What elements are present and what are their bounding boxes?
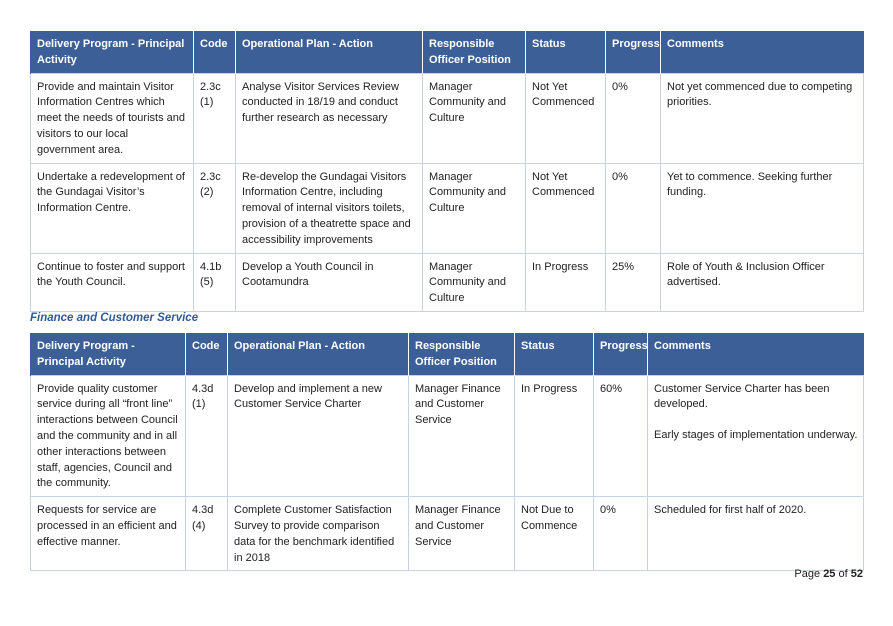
- header-activity: Delivery Program - Principal Activity: [30, 31, 194, 74]
- header-officer: Responsible Officer Position: [408, 333, 515, 376]
- comment-text: Early stages of implementation underway.: [654, 429, 858, 442]
- header-code: Code: [193, 31, 236, 74]
- header-action: Operational Plan - Action: [235, 31, 423, 74]
- comment-text: Scheduled for first half of 2020.: [654, 504, 807, 517]
- cell-code: 2.3c (2): [193, 162, 236, 254]
- cell-progress: 0%: [593, 496, 648, 572]
- cell-progress: 60%: [593, 374, 648, 498]
- cell-comments: Role of Youth & Inclusion Officer advert…: [660, 252, 864, 312]
- header-activity: Delivery Program - Principal Activity: [30, 333, 186, 376]
- cell-action: Complete Customer Satisfaction Survey to…: [227, 496, 409, 572]
- cell-comments: Not yet commenced due to competing prior…: [660, 72, 864, 164]
- header-action: Operational Plan - Action: [227, 333, 409, 376]
- cell-progress: 25%: [605, 252, 661, 312]
- cell-activity: Provide and maintain Visitor Information…: [30, 72, 194, 164]
- cell-progress: 0%: [605, 162, 661, 254]
- page-current: 25: [823, 568, 836, 580]
- cell-code: 4.3d (1): [185, 374, 228, 498]
- page-total: 52: [850, 568, 863, 580]
- cell-activity: Provide quality customer service during …: [30, 374, 186, 498]
- table-header-row: Delivery Program - Principal Activity Co…: [30, 333, 864, 376]
- cell-comments: Yet to commence. Seeking further funding…: [660, 162, 864, 254]
- header-progress: Progress: [593, 333, 648, 376]
- cell-status: Not Due to Commence: [514, 496, 594, 572]
- activity-table-finance: Delivery Program - Principal Activity Co…: [30, 333, 864, 572]
- section-title: Finance and Customer Service: [30, 312, 199, 324]
- cell-action: Develop and implement a new Customer Ser…: [227, 374, 409, 498]
- table-row: Undertake a redevelopment of the Gundaga…: [30, 162, 864, 254]
- cell-action: Analyse Visitor Services Review conducte…: [235, 72, 423, 164]
- cell-activity: Undertake a redevelopment of the Gundaga…: [30, 162, 194, 254]
- comment-text: Not yet commenced due to competing prior…: [667, 80, 853, 109]
- table-row: Provide and maintain Visitor Information…: [30, 72, 864, 164]
- comment-text: Yet to commence. Seeking further funding…: [667, 170, 833, 199]
- cell-officer: Manager Community and Culture: [422, 162, 526, 254]
- cell-officer: Manager Finance and Customer Service: [408, 496, 515, 572]
- header-status: Status: [514, 333, 594, 376]
- cell-status: Not Yet Commenced: [525, 72, 606, 164]
- header-comments: Comments: [647, 333, 864, 376]
- comment-text: Role of Youth & Inclusion Officer advert…: [667, 260, 825, 289]
- cell-officer: Manager Community and Culture: [422, 252, 526, 312]
- cell-action: Develop a Youth Council in Cootamundra: [235, 252, 423, 312]
- activity-table-community: Delivery Program - Principal Activity Co…: [30, 31, 864, 312]
- header-progress: Progress: [605, 31, 661, 74]
- cell-activity: Continue to foster and support the Youth…: [30, 252, 194, 312]
- cell-code: 4.1b (5): [193, 252, 236, 312]
- cell-officer: Manager Community and Culture: [422, 72, 526, 164]
- cell-action: Re-develop the Gundagai Visitors Informa…: [235, 162, 423, 254]
- cell-progress: 0%: [605, 72, 661, 164]
- header-officer: Responsible Officer Position: [422, 31, 526, 74]
- cell-comments: Customer Service Charter has been develo…: [647, 374, 864, 498]
- cell-status: In Progress: [514, 374, 594, 498]
- cell-activity: Requests for service are processed in an…: [30, 496, 186, 572]
- table-row: Requests for service are processed in an…: [30, 496, 864, 572]
- cell-status: Not Yet Commenced: [525, 162, 606, 254]
- cell-code: 4.3d (4): [185, 496, 228, 572]
- page-label: Page: [794, 568, 821, 580]
- cell-status: In Progress: [525, 252, 606, 312]
- header-comments: Comments: [660, 31, 864, 74]
- header-status: Status: [525, 31, 606, 74]
- page-number: Page 25 of 52: [794, 568, 863, 580]
- table-header-row: Delivery Program - Principal Activity Co…: [30, 31, 864, 74]
- comment-text: Customer Service Charter has been develo…: [654, 382, 830, 411]
- cell-officer: Manager Finance and Customer Service: [408, 374, 515, 498]
- table-row: Provide quality customer service during …: [30, 374, 864, 498]
- cell-comments: Scheduled for first half of 2020.: [647, 496, 864, 572]
- table-row: Continue to foster and support the Youth…: [30, 252, 864, 312]
- header-code: Code: [185, 333, 228, 376]
- cell-code: 2.3c (1): [193, 72, 236, 164]
- of-label: of: [838, 568, 848, 580]
